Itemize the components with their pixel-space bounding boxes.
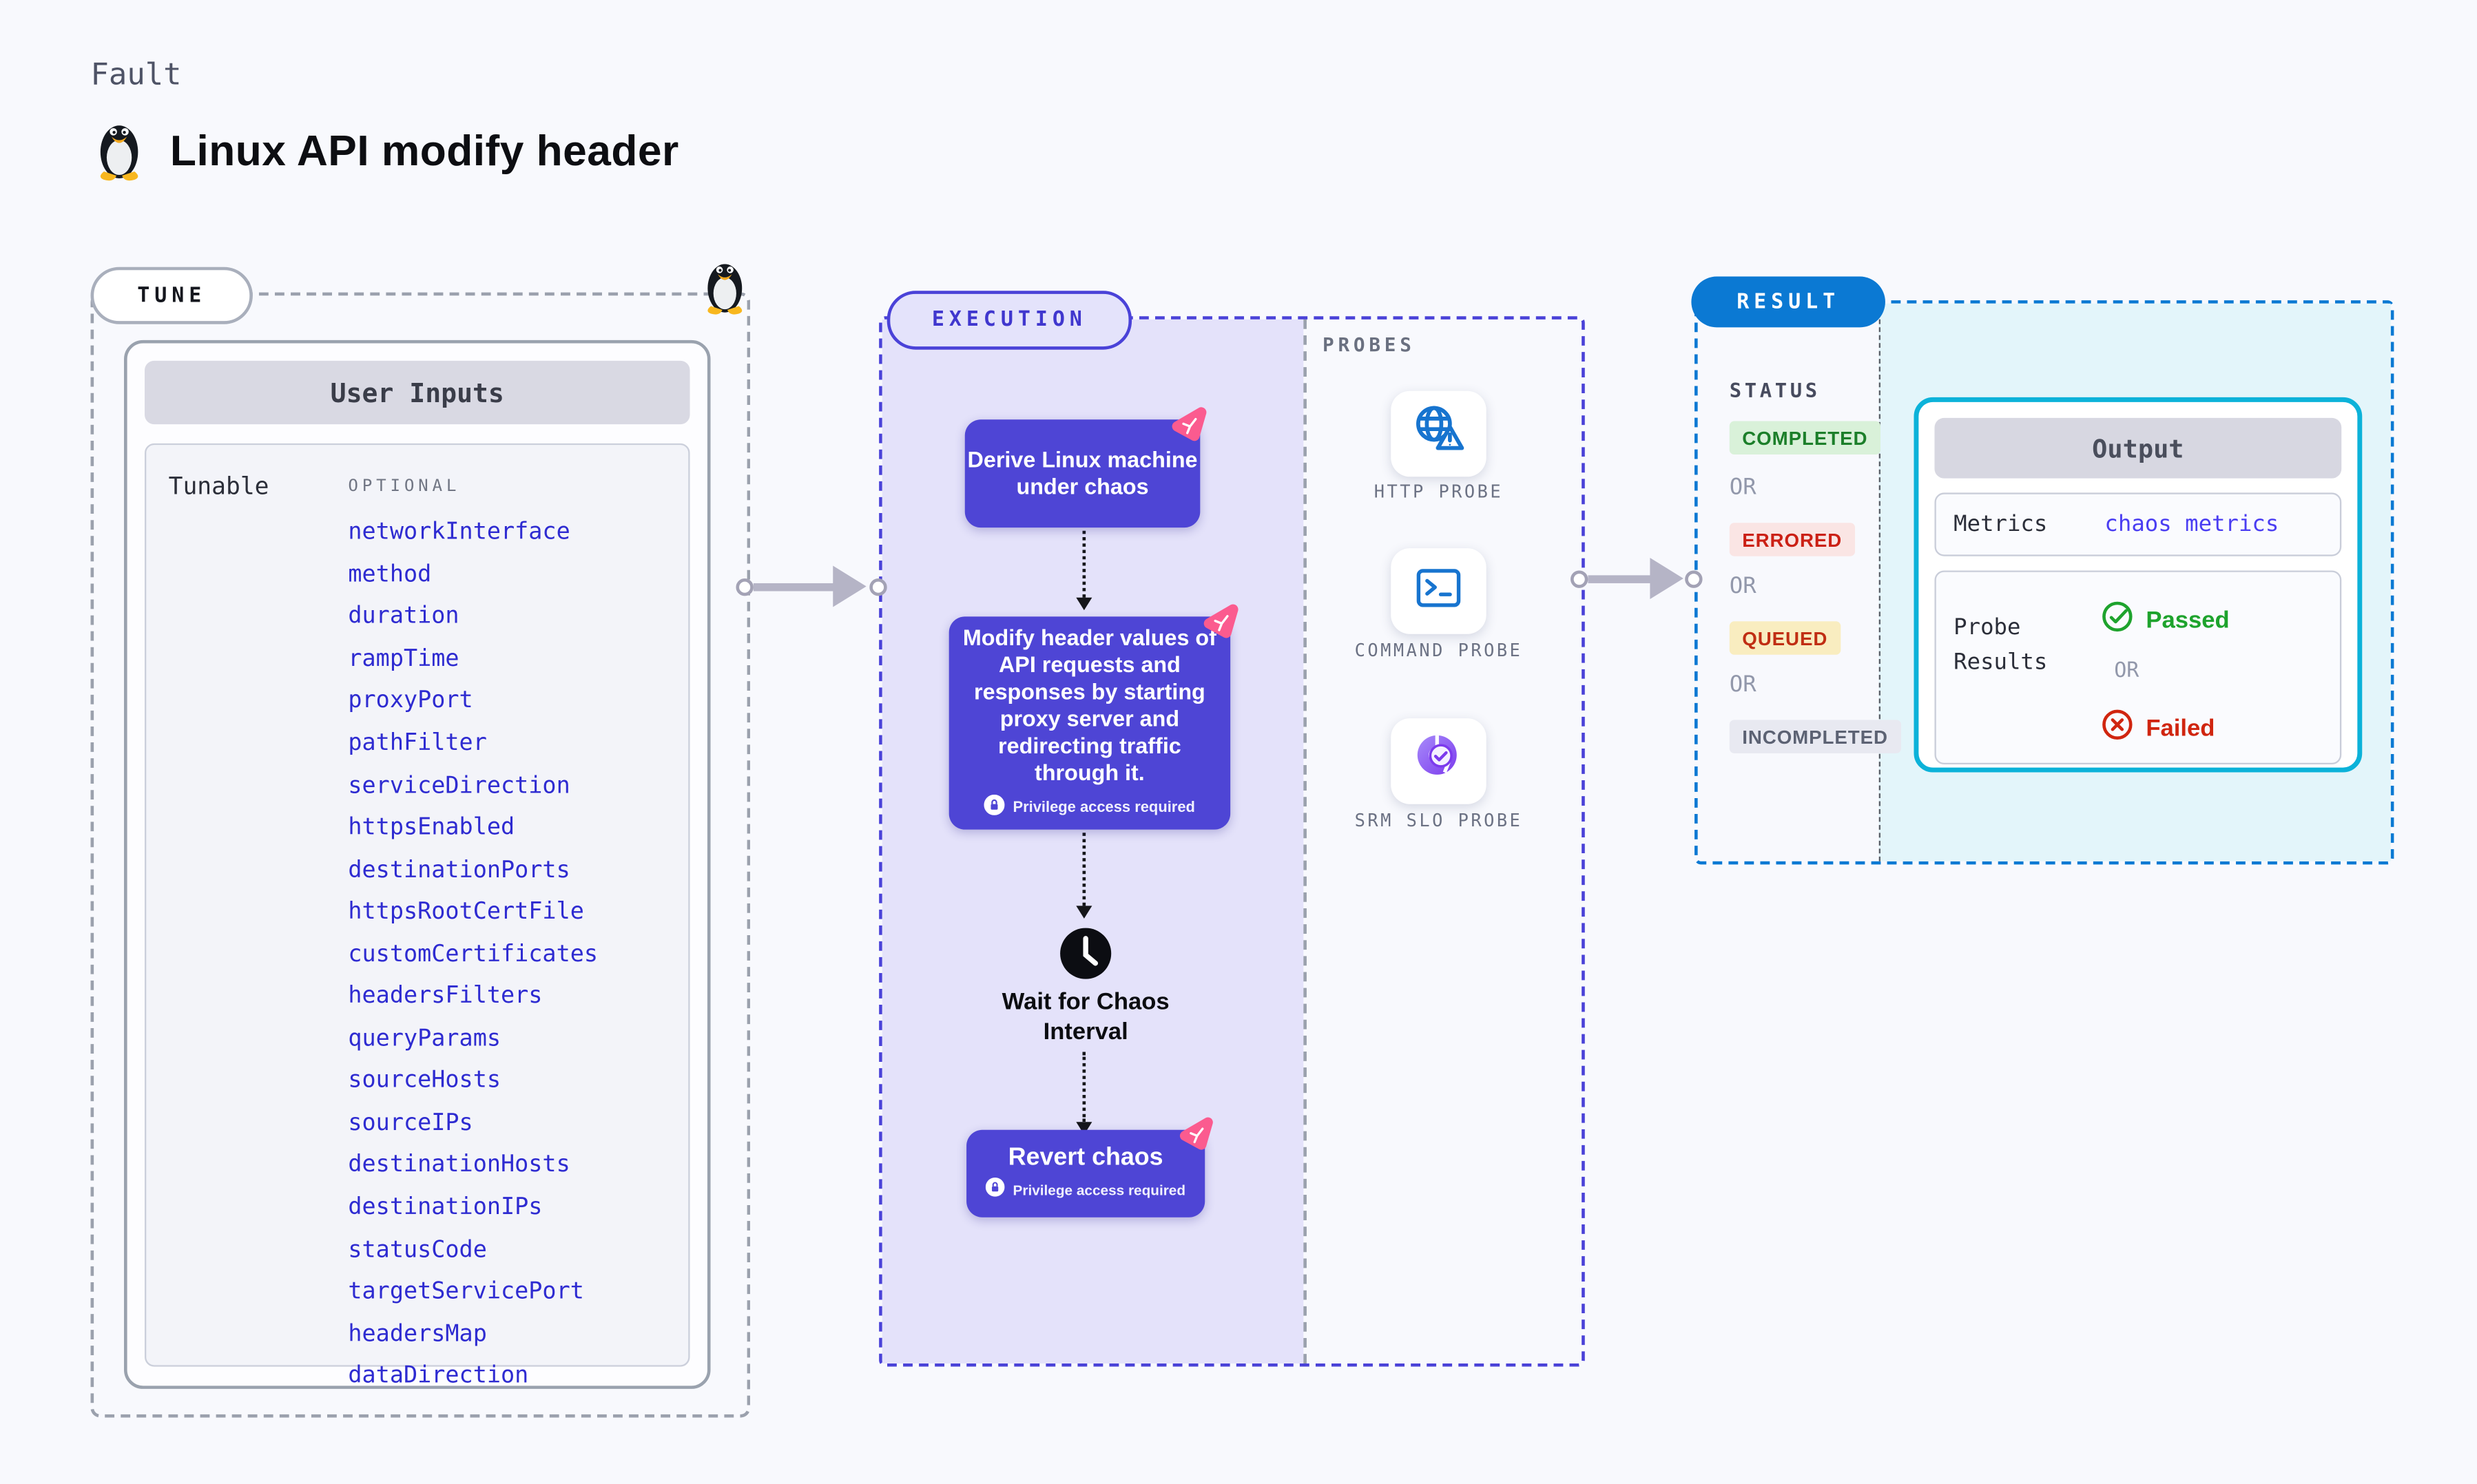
flow-down-arrow bbox=[1076, 1052, 1092, 1135]
kicker: Fault bbox=[90, 57, 182, 92]
http-probe-label: HTTP PROBE bbox=[1374, 481, 1504, 503]
probes-divider bbox=[1303, 319, 1307, 1364]
chaos-icon bbox=[1197, 595, 1245, 649]
probe-results-label: Probe Results bbox=[1953, 615, 2048, 676]
check-circle-icon bbox=[2102, 600, 2133, 638]
terminal-icon bbox=[1410, 558, 1467, 624]
or-separator: OR bbox=[1729, 574, 1756, 600]
status-badge-incompleted: INCOMPLETED bbox=[1729, 720, 1901, 753]
metrics-row: Metrics chaos metrics bbox=[1934, 492, 2342, 556]
failed-row: Failed bbox=[2102, 709, 2215, 746]
user-inputs-card: User Inputs Tunable OPTIONAL networkInte… bbox=[124, 339, 711, 1389]
x-circle-icon bbox=[2102, 709, 2133, 746]
command-probe-label: COMMAND PROBE bbox=[1354, 640, 1523, 662]
tunable-link[interactable]: sourceHosts bbox=[348, 1068, 501, 1094]
privilege-row: Privilege access required bbox=[984, 793, 1195, 823]
user-inputs-header: User Inputs bbox=[145, 360, 690, 425]
node-revert-chaos: Revert chaos Privilege access required bbox=[966, 1117, 1213, 1217]
tux-icon-small bbox=[699, 251, 750, 326]
wait-caption: Wait for Chaos Interval bbox=[1002, 988, 1170, 1046]
node-derive-machine: Derive Linux machine under chaos bbox=[964, 407, 1207, 528]
tunable-link[interactable]: httpsEnabled bbox=[348, 815, 515, 841]
tunable-link[interactable]: headersMap bbox=[348, 1321, 487, 1348]
page-title: Linux API modify header bbox=[169, 127, 679, 175]
slo-donut-check-icon bbox=[1409, 727, 1469, 795]
lock-icon bbox=[986, 1175, 1005, 1204]
globe-warning-icon bbox=[1409, 399, 1469, 468]
node-modify-header: Modify header values of API requests and… bbox=[949, 604, 1238, 830]
node-revert-label: Revert chaos bbox=[1008, 1143, 1163, 1171]
tunable-link[interactable]: dataDirection bbox=[348, 1363, 529, 1390]
flow-down-arrow bbox=[1076, 530, 1092, 611]
failed-label: Failed bbox=[2146, 714, 2215, 742]
tunable-link[interactable]: serviceDirection bbox=[348, 773, 570, 799]
tunable-link[interactable]: destinationHosts bbox=[348, 1153, 570, 1179]
clock-icon bbox=[1059, 926, 1112, 988]
tunable-link[interactable]: pathFilter bbox=[348, 731, 487, 757]
tunable-link[interactable]: sourceIPs bbox=[348, 1110, 473, 1136]
tunable-link[interactable]: proxyPort bbox=[348, 689, 473, 715]
tunable-link[interactable]: httpsRootCertFile bbox=[348, 899, 584, 926]
tunable-link[interactable]: queryParams bbox=[348, 1026, 501, 1052]
status-badge-queued: QUEUED bbox=[1729, 621, 1841, 655]
tunable-link[interactable]: statusCode bbox=[348, 1237, 487, 1263]
tunables-panel: Tunable OPTIONAL networkInterface method… bbox=[145, 443, 690, 1389]
tunables-list: networkInterface method duration rampTim… bbox=[348, 512, 598, 1398]
probes-heading: PROBES bbox=[1323, 333, 1416, 356]
tunable-link[interactable]: duration bbox=[348, 604, 459, 630]
tunable-link[interactable]: method bbox=[348, 562, 432, 588]
tunable-link[interactable]: destinationPorts bbox=[348, 857, 570, 884]
http-probe-card bbox=[1391, 390, 1486, 477]
flow-down-arrow bbox=[1076, 833, 1092, 919]
title-row: Linux API modify header bbox=[91, 114, 679, 189]
tunable-column-label: Tunable bbox=[168, 472, 269, 501]
tune-pill: TUNE bbox=[90, 267, 253, 324]
tunable-link[interactable]: destinationIPs bbox=[348, 1195, 543, 1221]
tune-box bbox=[90, 292, 751, 1418]
tunable-link[interactable]: networkInterface bbox=[348, 520, 570, 546]
status-heading: STATUS bbox=[1729, 378, 1821, 402]
probe-results-row: Probe Results Passed OR F bbox=[1934, 570, 2342, 765]
privilege-row: Privilege access required bbox=[986, 1175, 1185, 1204]
lock-icon bbox=[984, 793, 1005, 823]
chaos-metrics-link[interactable]: chaos metrics bbox=[2104, 512, 2279, 538]
execution-pill: EXECUTION bbox=[887, 291, 1132, 350]
privilege-label: Privilege access required bbox=[1013, 1181, 1186, 1198]
srm-slo-probe-label: SRM SLO PROBE bbox=[1354, 810, 1523, 831]
passed-label: Passed bbox=[2146, 606, 2230, 634]
or-separator: OR bbox=[1729, 672, 1756, 698]
tunable-link[interactable]: customCertificates bbox=[348, 941, 599, 968]
status-badge-completed: COMPLETED bbox=[1729, 421, 1880, 455]
optional-tag: OPTIONAL bbox=[348, 477, 461, 497]
srm-slo-probe-card bbox=[1391, 718, 1486, 804]
or-separator: OR bbox=[1729, 475, 1756, 501]
tux-icon bbox=[91, 114, 148, 189]
passed-row: Passed bbox=[2102, 600, 2230, 638]
node-derive-label: Derive Linux machine under chaos bbox=[967, 446, 1198, 499]
command-probe-card bbox=[1391, 548, 1486, 634]
tunable-link[interactable]: headersFilters bbox=[348, 984, 543, 1010]
result-pill: RESULT bbox=[1691, 276, 1885, 328]
status-badge-errored: ERRORED bbox=[1729, 523, 1855, 556]
result-divider bbox=[1878, 303, 1881, 861]
tunable-link[interactable]: rampTime bbox=[348, 647, 459, 672]
metrics-label: Metrics bbox=[1953, 512, 2048, 538]
tunable-link[interactable]: targetServicePort bbox=[348, 1279, 584, 1305]
node-modify-label: Modify header values of API requests and… bbox=[962, 623, 1216, 784]
output-card: Output Metrics chaos metrics Probe Resul… bbox=[1914, 397, 2363, 773]
or-separator: OR bbox=[2114, 659, 2139, 684]
chaos-icon bbox=[1173, 1108, 1219, 1161]
chaos-icon bbox=[1165, 398, 1212, 452]
output-header: Output bbox=[1934, 417, 2342, 479]
privilege-label: Privilege access required bbox=[1013, 799, 1195, 817]
